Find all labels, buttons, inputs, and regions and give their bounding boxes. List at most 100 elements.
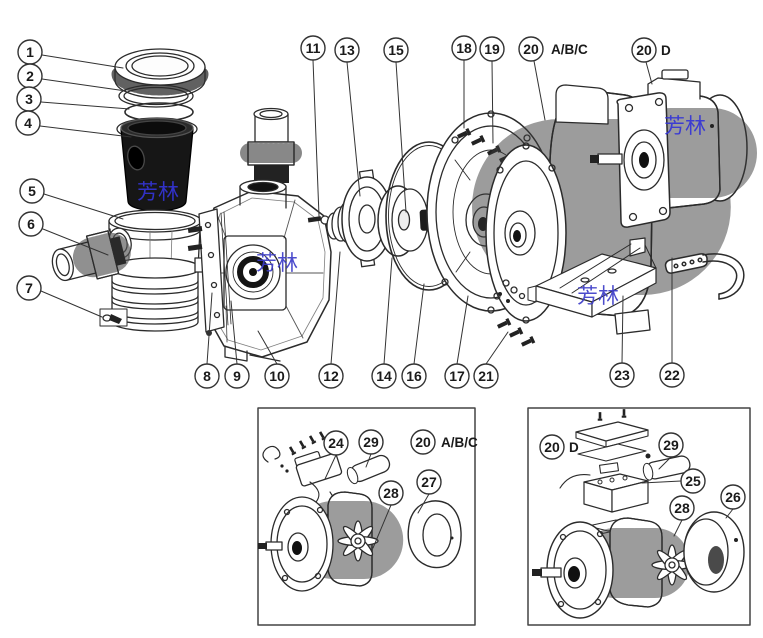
callout-14: 14 bbox=[371, 363, 397, 389]
svg-text:24: 24 bbox=[328, 435, 344, 451]
watermark-motor-d: 芳林 bbox=[664, 114, 706, 138]
callout-16: 16 bbox=[401, 363, 427, 389]
watermark-housing: 芳林 bbox=[256, 251, 298, 275]
callout-8: 8 bbox=[194, 363, 220, 389]
svg-text:9: 9 bbox=[233, 368, 241, 384]
svg-text:13: 13 bbox=[339, 42, 355, 58]
callout-15: 15 bbox=[383, 37, 409, 63]
svg-text:27: 27 bbox=[421, 474, 437, 490]
svg-text:22: 22 bbox=[664, 367, 680, 383]
union-fitting-part bbox=[51, 230, 133, 282]
svg-text:26: 26 bbox=[725, 489, 741, 505]
callout-7: 7 bbox=[16, 275, 42, 301]
svg-text:D: D bbox=[661, 43, 671, 58]
fan-abc-part bbox=[337, 520, 379, 562]
svg-text:20: 20 bbox=[523, 41, 539, 57]
svg-text:23: 23 bbox=[614, 367, 630, 383]
callout-17: 17 bbox=[444, 363, 470, 389]
svg-text:20: 20 bbox=[544, 439, 560, 455]
svg-text:21: 21 bbox=[478, 368, 494, 384]
svg-text:1: 1 bbox=[26, 44, 34, 60]
callout-29-d: 29 bbox=[658, 432, 684, 458]
diffuser-part bbox=[341, 169, 393, 268]
lid-lock-ring-part bbox=[111, 48, 209, 99]
connector-wire-d bbox=[559, 453, 651, 489]
terminal-cover-abc-part bbox=[287, 430, 343, 487]
callout-20-d-box: 20 D bbox=[539, 434, 579, 460]
svg-text:15: 15 bbox=[388, 42, 404, 58]
callout-28-d: 28 bbox=[669, 495, 695, 521]
fan-cover-abc-part bbox=[407, 500, 462, 569]
capacitor-abc-part bbox=[346, 454, 391, 485]
svg-text:17: 17 bbox=[449, 368, 465, 384]
callout-19: 19 bbox=[479, 36, 505, 62]
callout-12: 12 bbox=[318, 363, 344, 389]
callouts-main: 1 2 3 4 5 6 7 8 9 10 11 12 13 14 15 16 1… bbox=[15, 35, 685, 389]
svg-text:14: 14 bbox=[376, 368, 392, 384]
svg-text:D: D bbox=[569, 440, 579, 455]
subdiagram-box-abc bbox=[257, 407, 476, 626]
svg-text:18: 18 bbox=[456, 40, 472, 56]
callout-9: 9 bbox=[224, 363, 250, 389]
callout-25: 25 bbox=[680, 468, 706, 494]
callout-4: 4 bbox=[15, 110, 41, 136]
svg-text:6: 6 bbox=[27, 216, 35, 232]
fan-cover-d-part bbox=[683, 511, 745, 593]
svg-text:20: 20 bbox=[415, 434, 431, 450]
motor-d-part bbox=[590, 69, 757, 228]
svg-text:29: 29 bbox=[363, 434, 379, 450]
callout-1: 1 bbox=[17, 39, 43, 65]
callout-24: 24 bbox=[323, 430, 349, 456]
svg-text:25: 25 bbox=[685, 473, 701, 489]
leader-lines bbox=[39, 54, 734, 549]
callout-10: 10 bbox=[264, 363, 290, 389]
svg-text:4: 4 bbox=[24, 115, 32, 131]
callout-21: 21 bbox=[473, 363, 499, 389]
callout-20-abc-box: 20 A/B/C bbox=[410, 429, 478, 455]
callout-5: 5 bbox=[19, 178, 45, 204]
callout-18: 18 bbox=[451, 35, 477, 61]
svg-text:3: 3 bbox=[25, 91, 33, 107]
svg-text:10: 10 bbox=[269, 368, 285, 384]
callout-29-abc: 29 bbox=[358, 429, 384, 455]
terminal-box-d-part bbox=[583, 473, 649, 513]
svg-text:8: 8 bbox=[203, 368, 211, 384]
svg-text:5: 5 bbox=[28, 183, 36, 199]
drain-plug-part bbox=[99, 308, 128, 327]
svg-text:2: 2 bbox=[26, 68, 34, 84]
screw-set-21 bbox=[495, 317, 536, 349]
svg-text:28: 28 bbox=[674, 500, 690, 516]
callout-11: 11 bbox=[300, 35, 326, 61]
svg-text:19: 19 bbox=[484, 41, 500, 57]
discharge-union-part bbox=[240, 107, 302, 183]
callout-27: 27 bbox=[416, 469, 442, 495]
svg-text:28: 28 bbox=[383, 485, 399, 501]
svg-text:A/B/C: A/B/C bbox=[551, 42, 588, 57]
motor-base-part bbox=[498, 237, 657, 318]
callout-28-abc: 28 bbox=[378, 480, 404, 506]
callout-22: 22 bbox=[659, 362, 685, 388]
callout-2: 2 bbox=[17, 63, 43, 89]
terminal-cover-d-part bbox=[575, 408, 649, 462]
pump-housing-part bbox=[187, 179, 332, 362]
capacitor-d-part bbox=[642, 455, 691, 481]
motor-d-small bbox=[532, 517, 692, 619]
callout-23: 23 bbox=[609, 362, 635, 388]
callouts-box-abc: 24 29 20 A/B/C 28 27 bbox=[323, 429, 478, 506]
subdiagram-box-d bbox=[527, 407, 751, 626]
svg-text:29: 29 bbox=[663, 437, 679, 453]
svg-text:11: 11 bbox=[306, 40, 321, 56]
callout-20-d: 20 D bbox=[631, 37, 671, 63]
svg-text:12: 12 bbox=[323, 368, 339, 384]
wire-hook-part bbox=[262, 445, 289, 473]
svg-text:20: 20 bbox=[636, 42, 652, 58]
callout-3: 3 bbox=[16, 86, 42, 112]
strainer-basket-part bbox=[116, 117, 198, 222]
callout-20-abc: 20 A/B/C bbox=[518, 36, 588, 62]
callout-26: 26 bbox=[720, 484, 746, 510]
svg-text:7: 7 bbox=[25, 280, 33, 296]
strap-wrench-part bbox=[664, 253, 745, 300]
watermark-basket: 芳林 bbox=[137, 180, 179, 204]
lid-oring-part bbox=[118, 84, 194, 108]
svg-text:A/B/C: A/B/C bbox=[441, 435, 478, 450]
